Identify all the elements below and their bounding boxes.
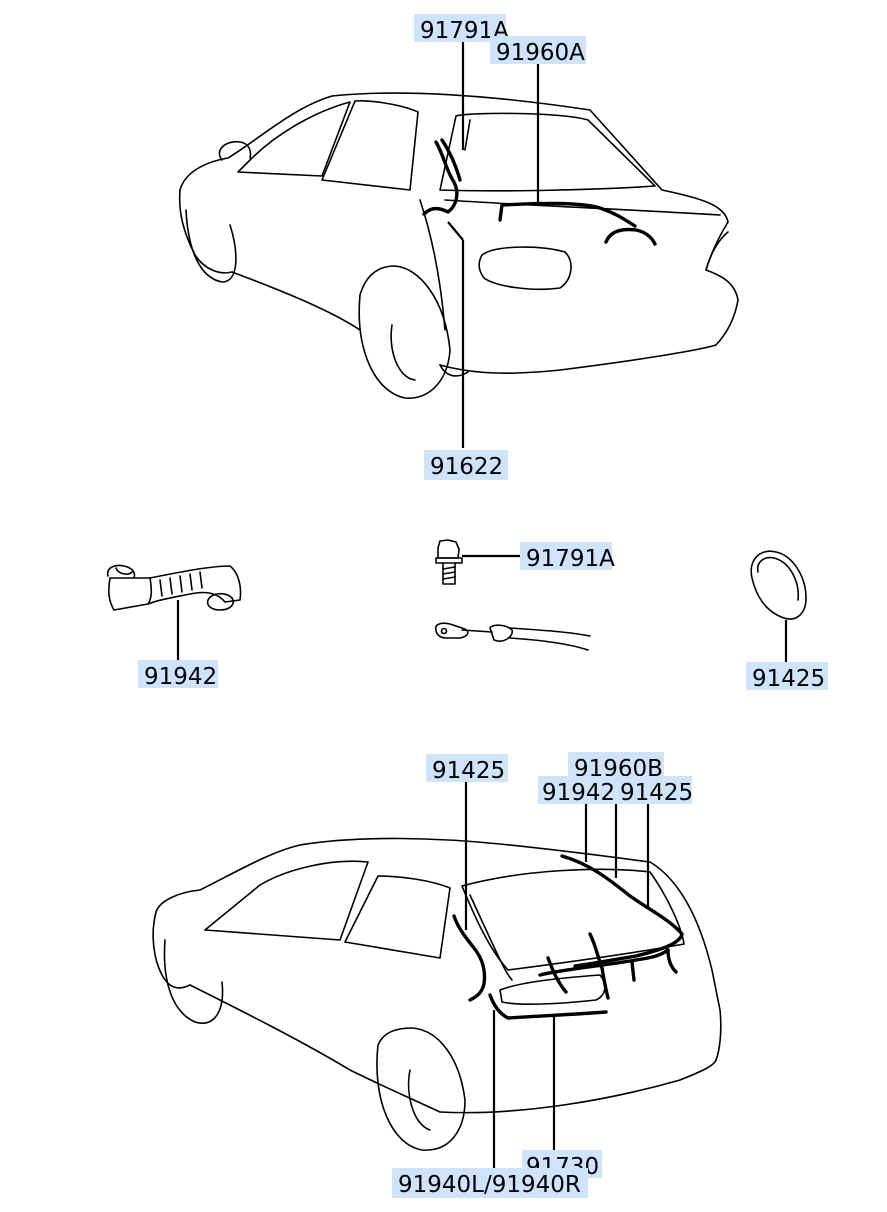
svg-text:91791A: 91791A	[526, 546, 615, 572]
svg-text:91940L/91940R: 91940L/91940R	[398, 1172, 581, 1198]
label-91940: 91940L/91940R	[392, 1168, 588, 1198]
svg-text:91960A: 91960A	[496, 40, 585, 66]
sedan-illustration	[178, 92, 739, 399]
label-91425-right: 91425	[616, 776, 693, 806]
label-91425-mid: 91425	[746, 662, 828, 692]
svg-text:91942: 91942	[144, 664, 217, 690]
label-91425-left: 91425	[426, 754, 508, 784]
label-91942-mid: 91942	[138, 660, 218, 690]
svg-text:91425: 91425	[432, 758, 505, 784]
boot-grommet-part	[106, 564, 242, 611]
ground-cable-part	[434, 622, 591, 651]
label-91942-bot: 91942	[538, 776, 616, 806]
svg-text:91425: 91425	[752, 666, 825, 692]
bolt-part	[435, 539, 463, 585]
label-91622: 91622	[424, 450, 508, 480]
hatchback-illustration	[152, 837, 722, 1151]
svg-text:91425: 91425	[620, 780, 693, 806]
label-91791A-mid: 91791A	[520, 542, 615, 572]
plug-part	[750, 550, 807, 620]
label-91960A: 91960A	[490, 36, 586, 66]
svg-text:91942: 91942	[542, 780, 615, 806]
svg-text:91622: 91622	[430, 454, 503, 480]
